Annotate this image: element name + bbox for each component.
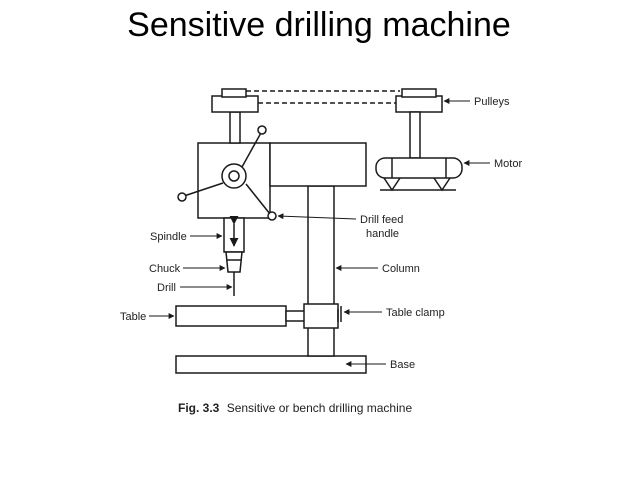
- pulley-shaft-left: [229, 111, 241, 144]
- right-pulley-hub: [401, 88, 437, 98]
- label-chuck: Chuck: [149, 263, 181, 275]
- feed-handle-knob-2: [267, 211, 277, 221]
- left-pulley: [211, 95, 259, 113]
- motor-stand: [383, 177, 451, 192]
- label-table-clamp: Table clamp: [386, 307, 445, 319]
- top-arm: [269, 142, 367, 187]
- label-drill: Drill: [157, 282, 176, 294]
- feed-handle-knob-1: [257, 125, 267, 135]
- motor-shaft: [409, 111, 421, 159]
- label-motor: Motor: [494, 158, 522, 170]
- label-pulleys: Pulleys: [474, 96, 510, 108]
- slide-title: Sensitive drilling machine: [127, 6, 511, 44]
- left-pulley-hub: [221, 88, 247, 98]
- table-collar: [303, 303, 339, 329]
- table: [175, 305, 287, 327]
- feed-handle-knob-3: [177, 192, 187, 202]
- motor: [375, 157, 463, 179]
- base: [175, 355, 367, 374]
- chuck: [225, 251, 243, 273]
- label-drill-feed-handle-line2: handle: [366, 228, 399, 240]
- right-pulley: [395, 95, 443, 113]
- column: [307, 185, 335, 357]
- label-drill-feed-handle-line1: Drill feed: [360, 214, 403, 226]
- label-column: Column: [382, 263, 420, 275]
- label-spindle: Spindle: [150, 231, 187, 243]
- drill-feed-leader: [277, 213, 357, 220]
- figure-caption-text: Sensitive or bench drilling machine: [227, 401, 413, 415]
- figure-number: Fig. 3.3: [178, 401, 220, 415]
- label-table: Table: [120, 311, 146, 323]
- label-base: Base: [390, 359, 415, 371]
- figure-caption: Fig. 3.3 Sensitive or bench drilling mac…: [178, 401, 412, 415]
